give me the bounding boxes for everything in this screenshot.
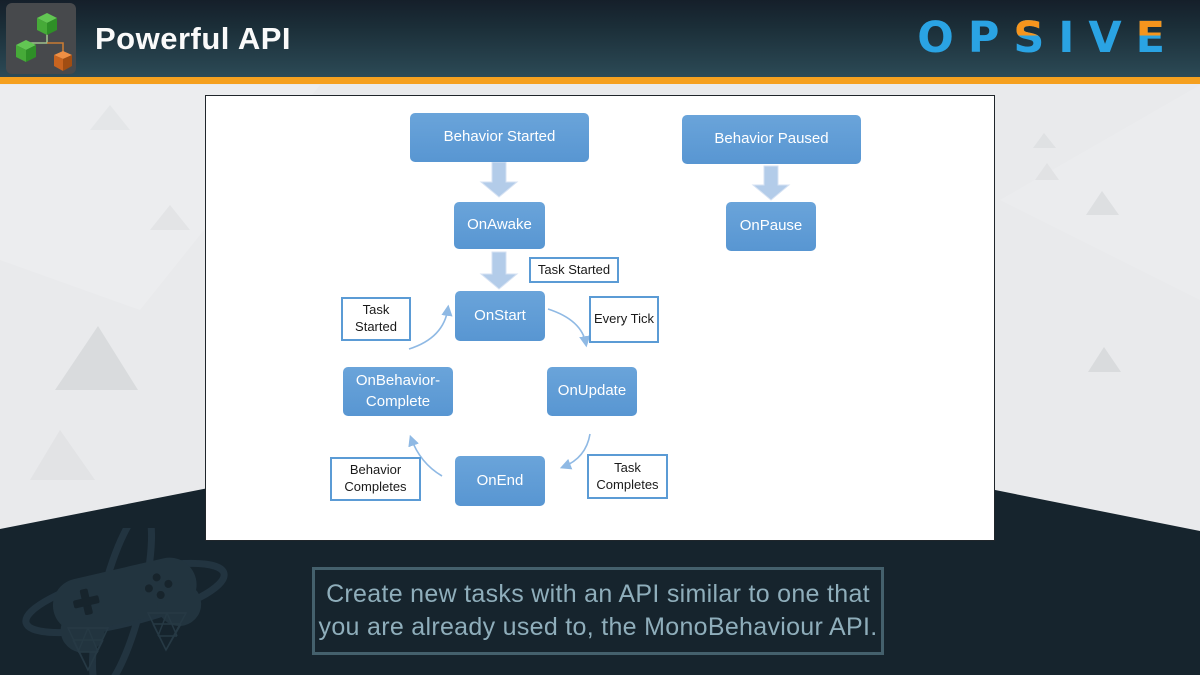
- orange-accent-bar: [0, 77, 1200, 84]
- brand-letter-glyph: I: [1058, 13, 1075, 63]
- node-behavior-paused: Behavior Paused: [682, 115, 861, 164]
- label-text: Task Started: [537, 261, 611, 277]
- brand-letter: O: [917, 17, 954, 60]
- orange-cube-right: [54, 51, 72, 71]
- node-onstart: OnStart: [455, 291, 545, 341]
- caption-line-2: you are already used to, the MonoBehavio…: [318, 613, 878, 641]
- brand-letter: S S: [1013, 17, 1044, 60]
- wireframe-cones: [66, 612, 188, 672]
- node-label: OnBehavior-Complete: [355, 372, 441, 410]
- brand-letter-glyph: P: [967, 13, 1000, 63]
- node-onbehavior-complete: OnBehavior-Complete: [343, 367, 453, 416]
- node-label: Behavior Paused: [714, 130, 829, 148]
- opsive-logo: O P S S I V E E: [910, 0, 1172, 77]
- brand-letter-glyph: O: [917, 13, 954, 63]
- label-task-started-left: Task Started: [341, 297, 411, 341]
- green-cube-top: [37, 13, 57, 35]
- node-onpause: OnPause: [726, 202, 816, 251]
- block-down-arrows: [479, 161, 791, 290]
- label-task-started-top: Task Started: [529, 257, 619, 283]
- node-label: OnAwake: [467, 216, 532, 234]
- flowchart-panel: Behavior Started OnAwake Task Started On…: [205, 95, 995, 541]
- brand-letter-accent: S: [1013, 13, 1045, 63]
- brand-letter-glyph: V: [1088, 13, 1122, 63]
- behavior-tree-cubes-icon: [6, 3, 76, 74]
- curved-connectors: [408, 304, 591, 477]
- node-label: OnUpdate: [557, 382, 627, 400]
- caption-line-1: Create new tasks with an API similar to …: [326, 580, 870, 608]
- node-label: OnEnd: [476, 471, 524, 489]
- brand-letter: I: [1058, 17, 1074, 60]
- brand-letter-glyph: S: [1013, 13, 1045, 63]
- controller-orbit-watermark: [22, 528, 228, 675]
- flowchart-connectors: [408, 161, 791, 477]
- brand-letter: E E: [1136, 17, 1165, 60]
- label-text: Task Started: [355, 302, 397, 334]
- green-cube-left: [16, 40, 36, 62]
- node-onend: OnEnd: [455, 456, 545, 506]
- brand-letter: V: [1088, 17, 1121, 60]
- caption-box: Create new tasks with an API similar to …: [312, 567, 884, 655]
- header-bar: Powerful API O P S S I V E E: [0, 0, 1200, 77]
- brand-letter-accent: E: [1135, 13, 1165, 63]
- label-every-tick: Every Tick: [589, 296, 659, 343]
- label-text: Every Tick: [594, 311, 654, 327]
- label-text: Behavior Completes: [344, 462, 407, 494]
- node-label: OnPause: [739, 217, 803, 235]
- node-label: OnStart: [474, 306, 526, 324]
- page-title: Powerful API: [95, 20, 292, 56]
- node-label: Behavior Started: [443, 128, 556, 146]
- label-task-completes: Task Completes: [587, 454, 668, 499]
- label-text: Task Completes: [596, 459, 659, 492]
- brand-letter-glyph: E: [1135, 13, 1165, 63]
- node-behavior-started: Behavior Started: [410, 113, 589, 162]
- label-behavior-completes: Behavior Completes: [330, 457, 421, 501]
- brand-letter: P: [968, 17, 1000, 60]
- node-onawake: OnAwake: [454, 202, 545, 249]
- node-onupdate: OnUpdate: [547, 367, 637, 416]
